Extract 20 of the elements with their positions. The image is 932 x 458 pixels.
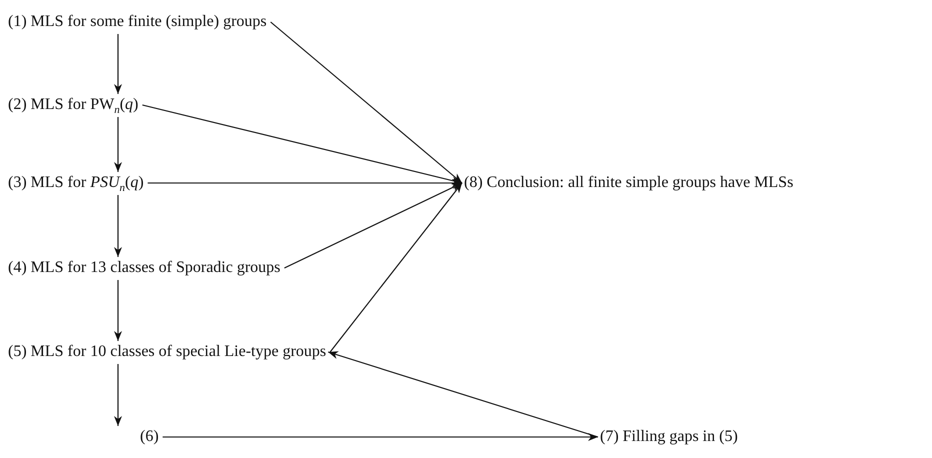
step-label: (8) Conclusion: all finite simple groups have MLSs [464,173,794,193]
arrow [284,182,462,268]
arrow [142,104,462,185]
arrow [148,179,462,187]
arrow [114,280,122,341]
arrow [330,182,462,352]
step-label: (1) MLS for some finite (simple) groups [8,12,267,32]
arrow [270,22,462,184]
step-label: (7) Filling gaps in (5) [600,427,738,447]
step-label: (6) [140,427,159,447]
step-label: (4) MLS for 13 classes of Sporadic groups [8,258,280,278]
arrow [328,351,598,438]
step-label: (3) MLS for PSU$_{n}$(q) [8,173,144,193]
step-label: (2) MLS for PW$_{n}$(q) [8,95,138,115]
arrow [114,364,122,426]
arrow [162,433,598,441]
step-label: (5) MLS for 10 classes of special Lie-type groups [8,342,326,362]
arrow [114,195,122,257]
arrow [114,117,122,172]
arrow [114,34,122,94]
